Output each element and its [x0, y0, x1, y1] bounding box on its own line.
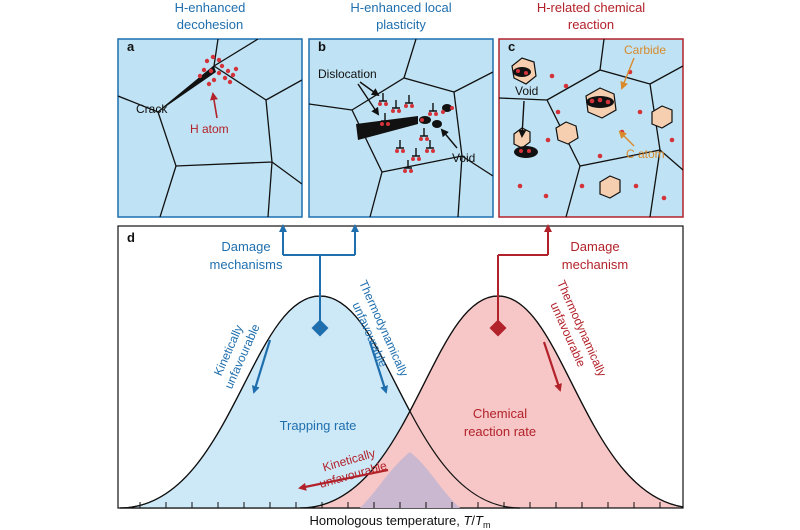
x-axis-T: T	[463, 513, 472, 528]
chem-rate-line2: reaction rate	[464, 424, 536, 439]
panel-c: c Carbide Void C atom	[498, 38, 684, 218]
red-peak-marker	[489, 319, 507, 337]
crack-label: Crack	[136, 102, 168, 116]
overlap-region	[360, 452, 460, 508]
panel-d: d Damage mechanisms Damage mechanism Kin…	[117, 224, 684, 509]
carbide-arrow	[620, 57, 635, 90]
panel-c-title: H-related chemical reaction	[537, 0, 645, 32]
damage-mechanisms-line2: mechanisms	[210, 257, 283, 272]
panel-a-label: a	[127, 39, 135, 54]
x-axis-ticks	[139, 502, 661, 508]
panel-b-label: b	[318, 39, 326, 54]
c-atom-label: C atom	[626, 147, 665, 161]
void-arrow-b	[440, 128, 458, 149]
thermo-right-arrow	[542, 341, 562, 392]
void-label-b: Void	[452, 151, 475, 165]
grain-boundaries-c	[499, 39, 683, 217]
x-axis-label: Homologous temperature, T/Tm	[310, 513, 491, 530]
void-arrow-c	[518, 100, 527, 138]
panel-c-title-line2: reaction	[568, 17, 614, 32]
dislocation-arrow-1	[359, 81, 380, 97]
h-atom-label: H atom	[190, 122, 229, 136]
dislocation-arrow-2	[357, 83, 380, 116]
grain-boundaries-b	[309, 39, 493, 217]
blue-peak-marker	[311, 319, 329, 337]
damage-mechanism-line1: Damage	[570, 239, 619, 254]
x-axis-slash: /	[471, 513, 475, 528]
h-atoms-a	[197, 54, 239, 87]
kin-left-arrow	[251, 339, 272, 394]
thermo-left-arrow	[368, 341, 388, 394]
panel-a-title: H-enhanced decohesion	[175, 0, 246, 32]
damage-mechanisms-line1: Damage	[221, 239, 270, 254]
panel-d-label: d	[127, 230, 135, 245]
damage-mechanism-line2: mechanism	[562, 257, 628, 272]
crack-shape-b	[356, 116, 418, 140]
x-axis-sub: m	[483, 520, 491, 530]
h-atom-arrow	[210, 92, 218, 119]
carbide-label: Carbide	[624, 43, 666, 57]
panel-c-label: c	[508, 39, 515, 54]
dislocation-label: Dislocation	[318, 67, 377, 81]
panel-b-title: H-enhanced local plasticity	[350, 0, 451, 32]
dislocations-b	[379, 93, 437, 169]
h-atoms-b	[378, 102, 454, 173]
panel-b: b Dislocation Void	[308, 38, 494, 218]
trapping-rate-label: Trapping rate	[280, 418, 357, 433]
c-atom-arrow	[618, 130, 635, 147]
panel-b-title-line1: H-enhanced local	[350, 0, 451, 15]
panel-a-title-line2: decohesion	[177, 17, 244, 32]
panel-a-title-line1: H-enhanced	[175, 0, 246, 15]
red-connector	[497, 224, 552, 322]
x-axis-Tm: T	[475, 513, 484, 528]
panel-c-title-line1: H-related chemical	[537, 0, 645, 15]
panel-a: a Crack H atom	[117, 38, 303, 218]
kin-bottom-arrow	[298, 468, 389, 491]
void-label-c: Void	[515, 84, 538, 98]
chem-rate-line1: Chemical	[473, 406, 527, 421]
x-axis-prefix: Homologous temperature,	[310, 513, 464, 528]
panel-b-title-line2: plasticity	[376, 17, 426, 32]
blue-connector	[279, 224, 359, 322]
